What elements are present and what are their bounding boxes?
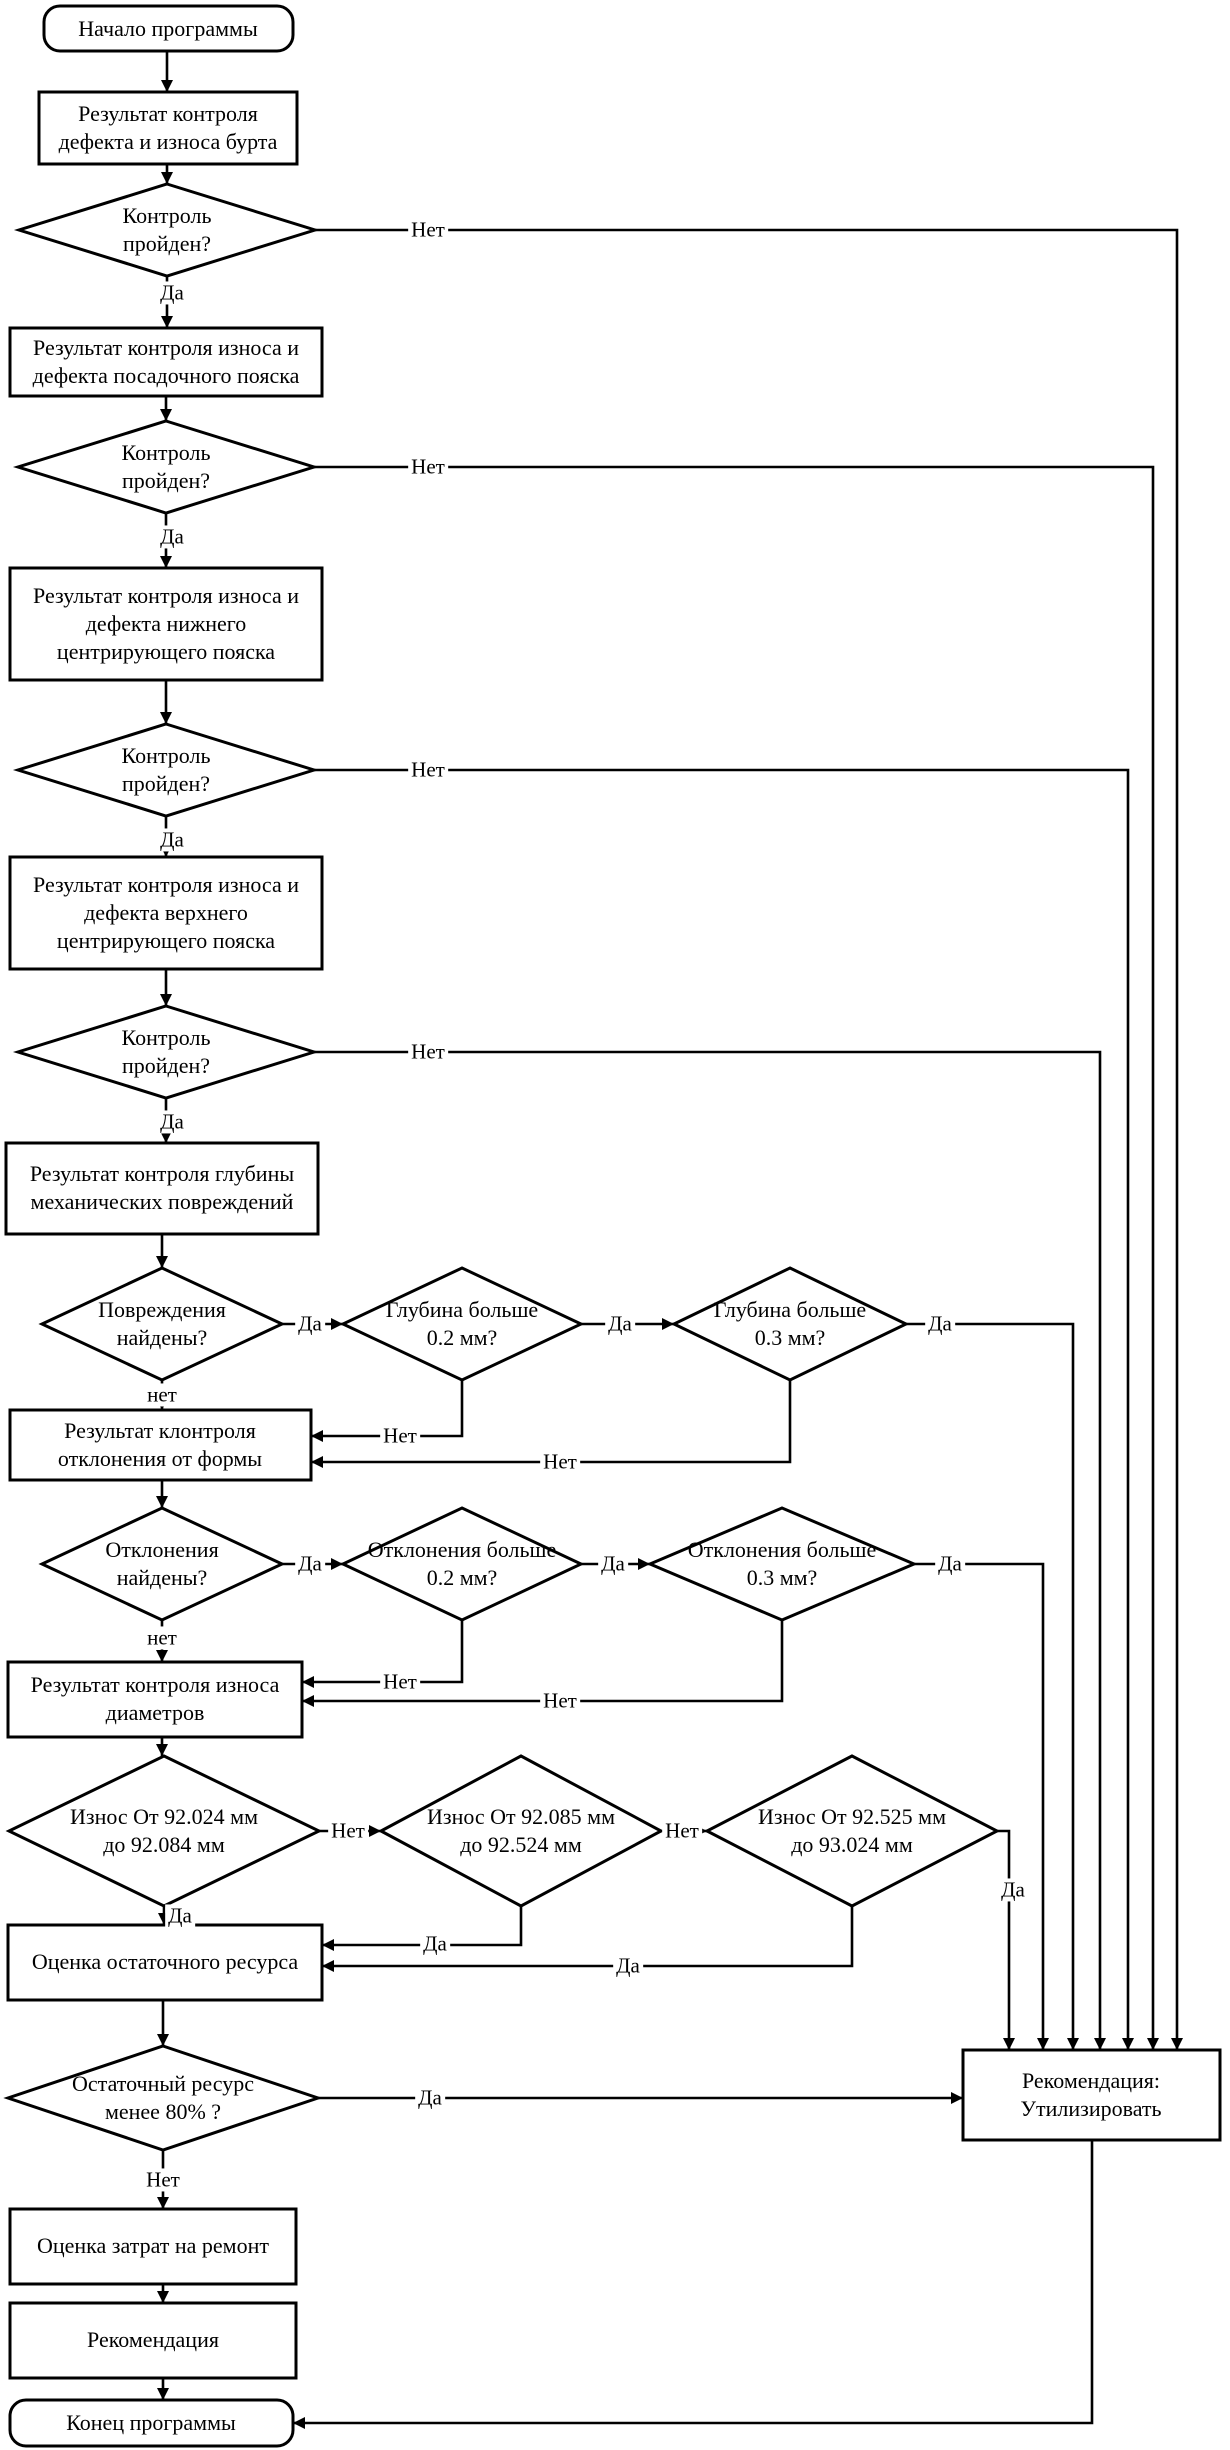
edge-label-no-1: Нет [408, 218, 448, 242]
node-depth02-diamond [339, 1266, 585, 1382]
node-result-form [8, 1408, 313, 1482]
check4-label: Контроль пройден? [121, 1024, 211, 1078]
node-damage-diamond [38, 1266, 286, 1382]
edge-wear3-yes-return [322, 1906, 854, 1972]
node-repair-cost [8, 2207, 298, 2286]
result-burt-label: Результат контроля дефекта и износа бурт… [58, 100, 278, 154]
check1-label: Контроль пройден? [122, 202, 212, 256]
wear1-label: Износ От 92.024 мм до 92.084 мм [69, 1803, 258, 1857]
edge-label-yes-11: Да [165, 1904, 195, 1928]
edge-check1-no-rail [315, 228, 1183, 2050]
node-check2-diamond [12, 419, 320, 515]
edge-check4-no-rail [314, 1050, 1106, 2050]
edge-label-no-2: Нет [408, 455, 448, 479]
edge-label-yes-2: Да [157, 525, 187, 549]
damage-found-label: Повреждения найдены? [98, 1296, 226, 1350]
edge-label-no-lower-1: нет [144, 1383, 180, 1407]
start-label: Начало программы [78, 15, 258, 41]
edge-label-yes-9: Да [598, 1552, 628, 1576]
node-result-upper [8, 855, 324, 971]
edge-depth03-no-return [311, 1380, 792, 1468]
result-seat-label: Результат контроля износа и дефекта поса… [32, 334, 300, 388]
dev03-label: Отклонения больше 0.3 мм? [687, 1536, 877, 1590]
node-check1-diamond [13, 182, 321, 278]
edge-label-no-11: Нет [143, 2168, 183, 2192]
edge-label-yes-3: Да [157, 828, 187, 852]
node-result-seat [8, 326, 324, 398]
edge-dispose-to-end [293, 2140, 1094, 2429]
edge-label-yes-13: Да [613, 1954, 643, 1978]
edge-dev02-no-return [302, 1620, 464, 1688]
node-start [42, 4, 295, 53]
result-lower-label: Результат контроля износа и дефекта нижн… [33, 582, 299, 665]
node-recommendation [8, 2301, 298, 2380]
edge-label-no-7: Нет [380, 1670, 420, 1694]
resource-estimate-label: Оценка остаточного ресурса [31, 1948, 299, 1974]
node-result-burt [37, 90, 299, 166]
repair-cost-label: Оценка затрат на ремонт [36, 2232, 269, 2258]
edge-dev03-no-return [302, 1620, 784, 1707]
edge-depth03-yes-rail [906, 1322, 1079, 2050]
dev02-label: Отклонения больше 0.2 мм? [367, 1536, 557, 1590]
wear2-label: Износ От 92.085 мм до 92.524 мм [426, 1803, 615, 1857]
depth03-label: Глубина больше 0.3 мм? [713, 1296, 867, 1350]
result-depth-label: Результат контроля глубины механических … [29, 1160, 295, 1214]
node-result-depth [4, 1141, 320, 1236]
edge-check2-no-rail [314, 465, 1159, 2050]
result-diameters-label: Результат контроля износа диаметров [30, 1671, 280, 1725]
node-deviation-diamond [38, 1506, 286, 1622]
check3-label: Контроль пройден? [121, 742, 211, 796]
node-check4-diamond [12, 1004, 320, 1100]
end-label: Конец программы [66, 2409, 236, 2435]
node-check3-diamond [12, 722, 320, 818]
node-wear3-diamond [703, 1754, 1001, 1908]
edge-label-no-6: Нет [540, 1450, 580, 1474]
edge-depth02-no-return [311, 1380, 464, 1442]
node-result-lower [8, 566, 324, 682]
edge-label-yes-4: Да [157, 1110, 187, 1134]
edge-label-no-5: Нет [380, 1424, 420, 1448]
node-resource-estimate [6, 1923, 324, 2002]
edge-label-no-10: Нет [662, 1819, 702, 1843]
edge-label-yes-8: Да [295, 1552, 325, 1576]
edge-label-no-4: Нет [408, 1040, 448, 1064]
edge-label-yes-1: Да [157, 281, 187, 305]
node-end [8, 2398, 295, 2448]
edge-label-yes-10: Да [935, 1552, 965, 1576]
edge-label-yes-5: Да [295, 1312, 325, 1336]
edge-wear3-yes-rail [997, 1829, 1015, 2050]
edge-wear2-yes-return [322, 1906, 523, 1951]
result-form-label: Результат клонтроля отклонения от формы [57, 1417, 263, 1471]
edge-label-yes-7: Да [925, 1312, 955, 1336]
edge-label-yes-6: Да [605, 1312, 635, 1336]
edge-check3-no-rail [314, 768, 1134, 2050]
recommendation-label: Рекомендация [87, 2326, 219, 2352]
node-recommend-dispose [961, 2048, 1222, 2142]
edge-label-no-9: Нет [328, 1819, 368, 1843]
check2-label: Контроль пройден? [121, 439, 211, 493]
wear3-label: Износ От 92.525 мм до 93.024 мм [757, 1803, 946, 1857]
edge-label-no-3: Нет [408, 758, 448, 782]
node-depth03-diamond [670, 1266, 910, 1382]
edge-label-no-lower-2: нет [144, 1626, 180, 1650]
edge-label-no-8: Нет [540, 1689, 580, 1713]
edge-label-yes-15: Да [415, 2086, 445, 2110]
resource-check-label: Остаточный ресурс менее 80% ? [72, 2070, 254, 2124]
node-dev03-diamond [646, 1506, 918, 1622]
edge-label-yes-12: Да [420, 1932, 450, 1956]
node-result-diameters [6, 1660, 304, 1739]
node-resource-check-diamond [3, 2044, 323, 2152]
recommend-dispose-label: Рекомендация: Утилизировать [1020, 2067, 1162, 2121]
depth02-label: Глубина больше 0.2 мм? [385, 1296, 539, 1350]
deviation-found-label: Отклонения найдены? [105, 1536, 219, 1590]
node-wear1-diamond [5, 1754, 323, 1908]
edge-label-yes-14: Да [998, 1878, 1028, 1902]
node-dev02-diamond [339, 1506, 585, 1622]
result-upper-label: Результат контроля износа и дефекта верх… [33, 871, 299, 954]
node-wear2-diamond [377, 1754, 665, 1908]
